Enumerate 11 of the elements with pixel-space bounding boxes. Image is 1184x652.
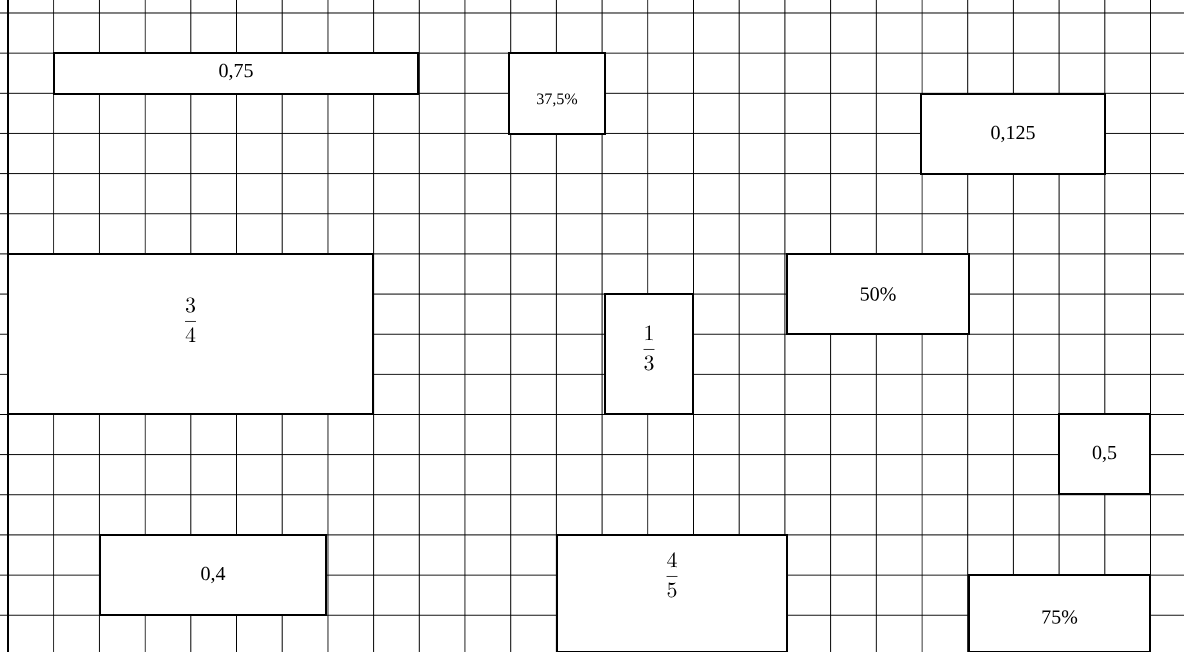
number-box: 75%: [968, 574, 1151, 652]
node-label: 75%: [1042, 610, 1078, 624]
number-box: $\frac{1}{3}$: [604, 293, 694, 415]
number-box: 0,125: [920, 93, 1106, 175]
number-box: 37,5%: [508, 52, 606, 135]
number-box: $\frac{4}{5}$: [556, 534, 788, 652]
number-box: 50%: [786, 253, 970, 335]
number-box: $\frac{3}{4}$: [7, 253, 374, 415]
number-box: 0,5: [1058, 413, 1151, 495]
number-box: 0,4: [99, 534, 327, 616]
number-box: 0,75: [53, 52, 419, 95]
